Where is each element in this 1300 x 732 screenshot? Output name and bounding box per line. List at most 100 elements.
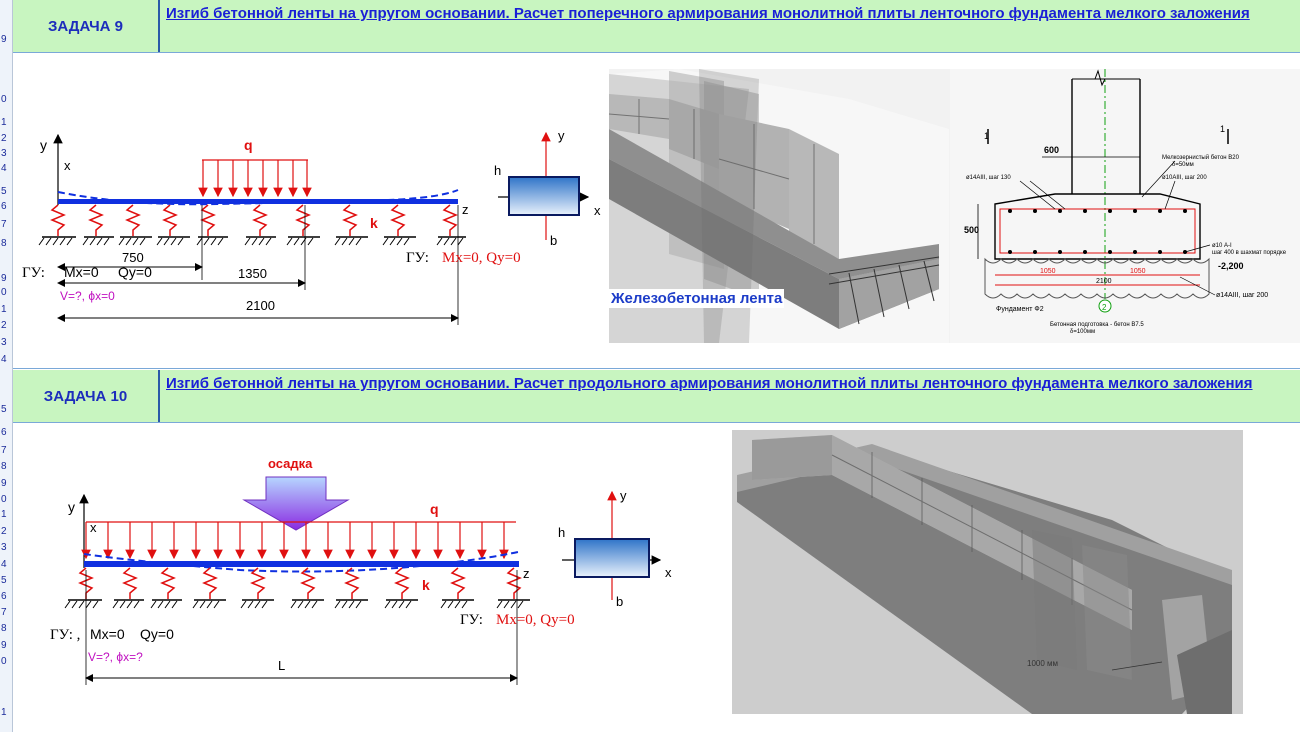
row-number: 8 — [1, 623, 7, 634]
dim-2100: 2100 — [246, 298, 275, 313]
task9-render-image[interactable]: Железобетонная лента — [608, 69, 950, 343]
axis-y-label: y — [40, 137, 47, 153]
level-mark: -2,200 — [1218, 261, 1244, 271]
beam-bar — [58, 199, 458, 204]
render-illustration — [608, 69, 949, 343]
task9-title: Изгиб бетонной ленты на упругом основани… — [166, 5, 1250, 22]
row-number: 0 — [1, 494, 7, 505]
task10-label-cell[interactable]: ЗАДАЧА 10 — [13, 370, 160, 422]
row-number: 6 — [1, 201, 7, 212]
row-number: 1 — [1, 707, 7, 718]
bc-right-prefix: ГУ: — [406, 250, 429, 266]
dim-2100-total: 2100 — [1096, 278, 1112, 285]
load-q-label: q — [244, 137, 253, 153]
task9-label: ЗАДАЧА 9 — [47, 17, 124, 35]
axis-x-label: x — [64, 158, 71, 173]
rebar-label-2: ø10АIII, шаг 200 — [1162, 175, 1207, 181]
spring-k-label: k — [422, 577, 430, 593]
section-rect — [574, 538, 650, 578]
load-q-label: q — [430, 501, 439, 517]
axis-x-label: x — [90, 520, 97, 535]
row-number: 7 — [1, 219, 7, 230]
row-number: 5 — [1, 186, 7, 197]
prep-label: Бетонная подготовка - бетон В7.5 — [1050, 322, 1144, 328]
row-number: 4 — [1, 559, 7, 570]
row-number: 2 — [1, 133, 7, 144]
dim-1350: 1350 — [238, 266, 267, 281]
row-divider — [13, 422, 1300, 423]
task9-cross-section: y x h b — [494, 128, 601, 248]
row-number: 3 — [1, 148, 7, 159]
bc-left-prefix: ГУ: — [22, 265, 45, 281]
section-b: b — [616, 594, 623, 609]
bc-left-prefix: ГУ: , — [50, 627, 80, 643]
row-number: 0 — [1, 287, 7, 298]
row-number: 9 — [1, 640, 7, 651]
section-h: h — [494, 163, 501, 178]
row-number: 1 — [1, 117, 7, 128]
rebar-label-4: ø14АIII, шаг 200 — [1216, 292, 1268, 299]
settlement-label: осадка — [268, 456, 313, 471]
axis-z-label: z — [523, 566, 530, 581]
row-number: 2 — [1, 320, 7, 331]
row-number: 4 — [1, 354, 7, 365]
task9-beam-scheme: y x z q k 750 — [22, 133, 521, 325]
row-number: 3 — [1, 542, 7, 553]
section-h: h — [558, 525, 565, 540]
task10-title-link[interactable]: Изгиб бетонной ленты на упругом основани… — [160, 370, 1300, 422]
bc-left-q: Qy=0 — [140, 626, 174, 642]
render-caption: Железобетонная лента — [609, 289, 785, 308]
row-number: 6 — [1, 427, 7, 438]
rebar-label-3: ø10 А-I — [1212, 243, 1232, 249]
bc-right-values: Mx=0, Qy=0 — [496, 612, 575, 628]
section-y: y — [558, 128, 565, 143]
section-y: y — [620, 488, 627, 503]
row-number: 9 — [1, 273, 7, 284]
bc-left-m: Mx=0 — [64, 264, 99, 280]
row-number: 8 — [1, 461, 7, 472]
task10-render-image[interactable]: 1000 мм — [732, 430, 1243, 714]
foundation-label: Фундамент Ф2 — [996, 306, 1044, 313]
task10-label: ЗАДАЧА 10 — [43, 387, 128, 405]
row-number: 8 — [1, 238, 7, 249]
row-number: 0 — [1, 656, 7, 667]
axis-mark: 2 — [1102, 303, 1107, 312]
section-mark-left: 1 — [984, 131, 989, 141]
axis-z-label: z — [462, 202, 469, 217]
dim-1050-left: 1050 — [1040, 268, 1056, 275]
task10-title: Изгиб бетонной ленты на упругом основани… — [166, 375, 1253, 392]
row-number: 7 — [1, 445, 7, 456]
row-number: 4 — [1, 163, 7, 174]
deflection-curve — [57, 189, 459, 206]
beam-bar — [84, 561, 519, 567]
bc-left-v: V=?, ϕx=? — [88, 650, 143, 664]
dim-1050-right: 1050 — [1130, 268, 1146, 275]
row-number: 3 — [1, 337, 7, 348]
axis-y-label: y — [68, 499, 75, 515]
task9-title-link[interactable]: Изгиб бетонной ленты на упругом основани… — [160, 0, 1300, 52]
deflection-curve — [83, 551, 519, 573]
spring-k-label: k — [370, 215, 378, 231]
row-number: 0 — [1, 94, 7, 105]
section-x: x — [665, 565, 672, 580]
section-mark-right: 1 — [1220, 124, 1225, 134]
rebar-label-1: ø14АIII, шаг 130 — [966, 175, 1011, 181]
render-illustration — [732, 430, 1243, 714]
row-number: 5 — [1, 404, 7, 415]
row-divider — [13, 368, 1300, 369]
row-number: 1 — [1, 509, 7, 520]
render-dimension-note: 1000 мм — [1027, 659, 1059, 668]
task9-label-cell[interactable]: ЗАДАЧА 9 — [13, 0, 160, 52]
row-number: 6 — [1, 591, 7, 602]
task10-beam-scheme: осадка y x z q — [50, 456, 575, 685]
dim-500: 500 — [964, 225, 979, 235]
bc-left-m: Mx=0 — [90, 626, 125, 642]
row-number: 7 — [1, 607, 7, 618]
bc-right-prefix: ГУ: — [460, 612, 483, 628]
section-b: b — [550, 233, 557, 248]
prep-thickness: δ=100мм — [1070, 329, 1095, 335]
row-divider — [13, 52, 1300, 53]
task9-section-drawing[interactable]: 2 1 1 600 500 Мелкозернистый бетон В20 δ… — [950, 69, 1300, 343]
task10-cross-section: y x h b — [558, 488, 672, 609]
row-number: 9 — [1, 478, 7, 489]
